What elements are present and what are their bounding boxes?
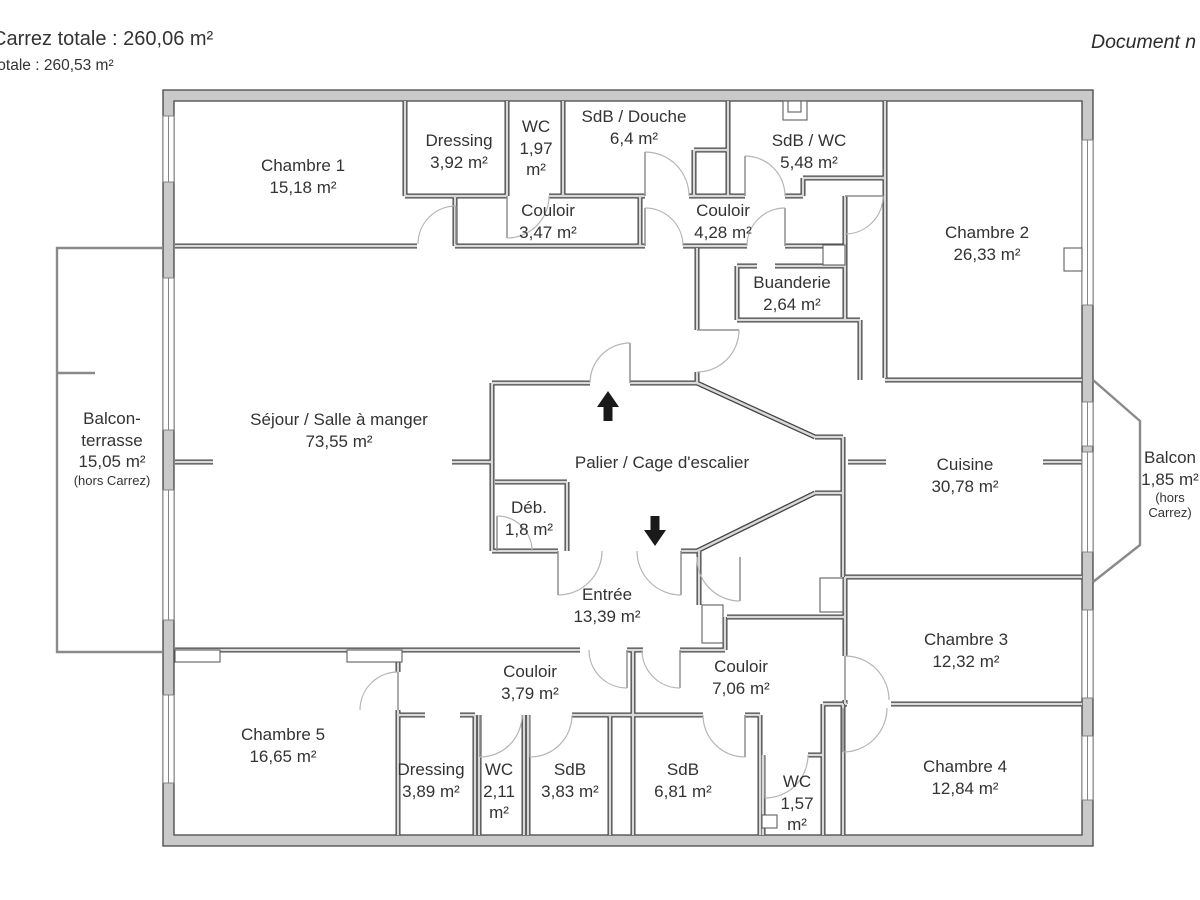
room-label-wc-north: WC 1,97 m² bbox=[512, 116, 560, 181]
room-label-sdb-wc: SdB / WC 5,48 m² bbox=[754, 130, 864, 173]
room-label-chambre-1: Chambre 1 15,18 m² bbox=[248, 155, 358, 198]
fixture-boxes bbox=[174, 100, 1083, 829]
room-label-couloir-379: Couloir 3,79 m² bbox=[485, 661, 575, 704]
room-name: Chambre 2 bbox=[944, 223, 1030, 242]
room-label-couloir-428: Couloir 4,28 m² bbox=[678, 200, 768, 243]
room-note: (hors Carrez) bbox=[73, 472, 151, 488]
room-label-dressing-north: Dressing 3,92 m² bbox=[412, 130, 507, 173]
room-area: 15,05 m² bbox=[78, 452, 146, 471]
room-label-wc-south: WC 2,11 m² bbox=[475, 759, 523, 824]
carrez-total-label: Carrez totale : 260,06 m² bbox=[0, 28, 214, 50]
room-area: 3,83 m² bbox=[541, 781, 599, 801]
room-area: 1,8 m² bbox=[504, 519, 554, 539]
room-area: 5,48 m² bbox=[780, 152, 838, 172]
room-area: 3,47 m² bbox=[519, 222, 577, 242]
room-label-chambre-5: Chambre 5 16,65 m² bbox=[228, 724, 338, 767]
room-label-chambre-2: Chambre 2 26,33 m² bbox=[932, 222, 1042, 265]
room-label-sdb-douche: SdB / Douche 6,4 m² bbox=[559, 106, 709, 149]
door-swings bbox=[359, 151, 890, 799]
room-name: Couloir bbox=[714, 657, 768, 676]
room-label-wc-southeast: WC 1,57 m² bbox=[774, 771, 820, 836]
total-area-label: totale : 260,53 m² bbox=[0, 57, 114, 74]
room-note: (hors Carrez) bbox=[1148, 490, 1192, 520]
room-area: 16,65 m² bbox=[249, 746, 317, 766]
room-name: Entrée bbox=[581, 585, 633, 604]
room-area: 6,81 m² bbox=[654, 781, 712, 801]
room-name: Couloir bbox=[696, 201, 750, 220]
room-area: 26,33 m² bbox=[953, 244, 1021, 264]
room-label-palier: Palier / Cage d'escalier bbox=[527, 452, 797, 474]
room-area: 1,85 m² bbox=[1141, 469, 1199, 489]
room-area: 13,39 m² bbox=[573, 606, 641, 626]
room-area: 3,89 m² bbox=[402, 781, 460, 801]
stair-up-arrow-icon bbox=[597, 391, 619, 421]
room-area: 73,55 m² bbox=[305, 431, 373, 451]
room-name: Dressing bbox=[397, 760, 465, 779]
room-name: Chambre 1 bbox=[260, 156, 346, 175]
room-area: 2,11 m² bbox=[483, 781, 515, 823]
room-name: Palier / Cage d'escalier bbox=[574, 453, 750, 472]
room-name: Cuisine bbox=[936, 455, 994, 474]
room-name: Balcon-terrasse bbox=[81, 409, 143, 450]
room-area: 12,84 m² bbox=[931, 778, 999, 798]
room-name: Dressing bbox=[425, 131, 493, 150]
room-area: 12,32 m² bbox=[932, 651, 1000, 671]
room-name: Couloir bbox=[503, 662, 557, 681]
room-area: 7,06 m² bbox=[712, 678, 770, 698]
room-name: Séjour / Salle à manger bbox=[250, 410, 428, 429]
room-name: SdB bbox=[553, 760, 587, 779]
room-name: Chambre 4 bbox=[922, 757, 1008, 776]
room-label-balcon: Balcon 1,85 m² (hors Carrez) bbox=[1135, 447, 1200, 520]
room-area: 15,18 m² bbox=[269, 177, 337, 197]
room-label-couloir-347: Couloir 3,47 m² bbox=[503, 200, 593, 243]
room-area: 3,92 m² bbox=[430, 152, 488, 172]
room-label-dressing-south: Dressing 3,89 m² bbox=[384, 759, 479, 802]
room-area: 4,28 m² bbox=[694, 222, 752, 242]
room-area: 30,78 m² bbox=[931, 476, 999, 496]
room-name: Balcon bbox=[1144, 448, 1196, 467]
balcony-right-outline bbox=[1092, 379, 1142, 583]
room-name: WC bbox=[484, 760, 514, 779]
room-name: SdB / Douche bbox=[581, 107, 687, 126]
room-label-sejour: Séjour / Salle à manger 73,55 m² bbox=[209, 409, 469, 452]
room-label-sdb-south: SdB 3,83 m² bbox=[525, 759, 615, 802]
room-name: WC bbox=[782, 772, 812, 791]
balcony-terrace-outline bbox=[55, 246, 163, 654]
room-label-debarras: Déb. 1,8 m² bbox=[499, 497, 559, 540]
room-name: Buanderie bbox=[753, 273, 831, 292]
room-area: 1,97 m² bbox=[519, 138, 553, 180]
room-name: SdB bbox=[666, 760, 700, 779]
stair-down-arrow-icon bbox=[644, 516, 666, 546]
room-area: 2,64 m² bbox=[763, 294, 821, 314]
stair-arrows bbox=[597, 391, 666, 546]
room-area: 6,4 m² bbox=[609, 128, 659, 148]
room-name: Chambre 3 bbox=[923, 630, 1009, 649]
room-label-buanderie: Buanderie 2,64 m² bbox=[737, 272, 847, 315]
room-label-couloir-706: Couloir 7,06 m² bbox=[696, 656, 786, 699]
room-label-sdb-southeast: SdB 6,81 m² bbox=[638, 759, 728, 802]
room-area: 1,57 m² bbox=[780, 793, 814, 835]
room-name: Couloir bbox=[521, 201, 575, 220]
room-name: SdB / WC bbox=[771, 131, 847, 150]
room-label-cuisine: Cuisine 30,78 m² bbox=[910, 454, 1020, 497]
room-label-chambre-4: Chambre 4 12,84 m² bbox=[910, 756, 1020, 799]
document-note-label: Document n bbox=[1091, 31, 1197, 53]
room-label-chambre-3: Chambre 3 12,32 m² bbox=[911, 629, 1021, 672]
windows bbox=[162, 115, 1094, 801]
room-name: Déb. bbox=[511, 498, 547, 517]
room-name: Chambre 5 bbox=[240, 725, 326, 744]
room-label-balcon-terrasse: Balcon-terrasse 15,05 m² (hors Carrez) bbox=[68, 408, 156, 488]
room-name: WC bbox=[521, 117, 551, 136]
room-label-entree: Entrée 13,39 m² bbox=[552, 584, 662, 627]
room-area: 3,79 m² bbox=[501, 683, 559, 703]
